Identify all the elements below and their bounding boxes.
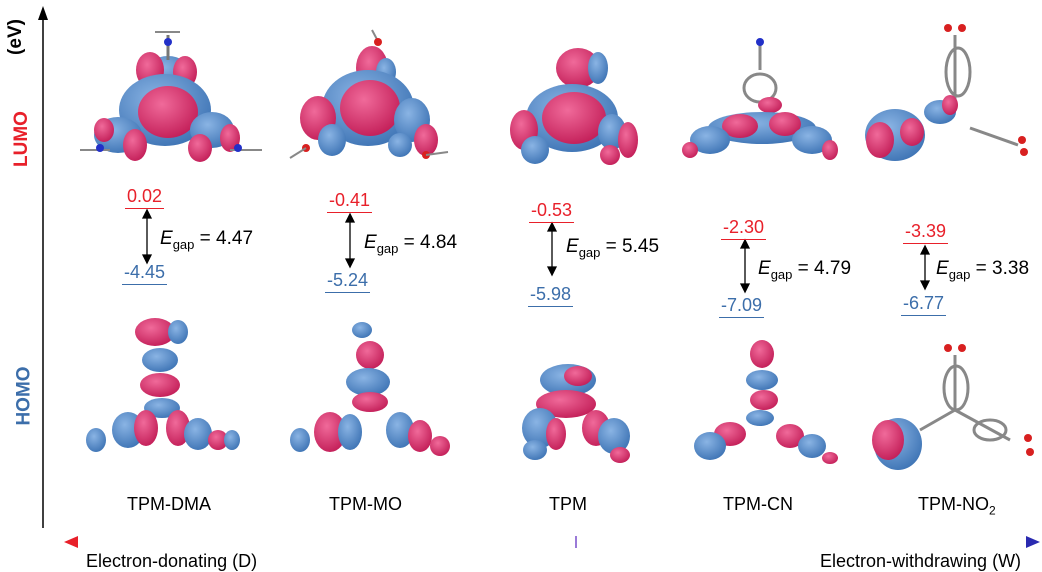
gap-subscript: gap bbox=[770, 266, 793, 282]
tpm-no2-homo-level: -6.77 bbox=[901, 293, 947, 316]
tpm-cn-lumo-level: -2.30 bbox=[721, 217, 767, 240]
gap-symbol: E bbox=[160, 228, 173, 249]
tpm-dma-lumo-level: 0.02 bbox=[125, 186, 165, 209]
tpm-no2-homo-orbital bbox=[872, 344, 1034, 470]
tpm-cn-homo-level: -7.09 bbox=[719, 295, 765, 318]
gap-value: = 4.47 bbox=[199, 228, 254, 249]
tpm-gap: Egap = 5.45 bbox=[566, 236, 659, 260]
tpm-cn-lumo-orbital bbox=[682, 38, 838, 160]
tpm-no2-gap: Egap = 3.38 bbox=[936, 258, 1029, 282]
molecule-name: TPM-DMA bbox=[127, 494, 211, 514]
tpm-dma-gap: Egap = 4.47 bbox=[160, 228, 253, 252]
tpm-lumo-orbital bbox=[510, 48, 638, 165]
tpm-cn-homo-orbital bbox=[694, 340, 838, 464]
gap-subscript: gap bbox=[948, 266, 971, 282]
gap-value: = 4.84 bbox=[403, 232, 458, 253]
tpm-dma-homo-orbital bbox=[86, 318, 240, 452]
gap-subscript: gap bbox=[172, 236, 195, 252]
gap-symbol: E bbox=[566, 236, 579, 257]
molecule-name: TPM-MO bbox=[329, 494, 402, 514]
tpm-cn-gap: Egap = 4.79 bbox=[758, 258, 851, 282]
electron-donating-label: Electron-donating (D) bbox=[86, 551, 258, 571]
tpm-mo-lumo-orbital bbox=[289, 29, 449, 159]
gap-subscript: gap bbox=[376, 240, 399, 256]
electron-withdrawing-label: Electron-withdrawing (W) bbox=[820, 551, 1022, 571]
molecule-name: TPM bbox=[549, 494, 587, 514]
gap-value: = 5.45 bbox=[605, 236, 660, 257]
tpm-lumo-level: -0.53 bbox=[529, 200, 575, 223]
molecule-name: TPM-NO2 bbox=[918, 494, 996, 518]
tpm-mo-homo-orbital bbox=[290, 322, 450, 456]
tpm-dma-lumo-orbital bbox=[80, 31, 262, 162]
tpm-dma-homo-level: -4.45 bbox=[122, 262, 168, 285]
gap-subscript: gap bbox=[578, 244, 601, 260]
donor-acceptor-axis bbox=[64, 536, 1040, 548]
gap-value: = 4.79 bbox=[797, 258, 852, 279]
molecule-name: TPM-CN bbox=[723, 494, 793, 514]
tpm-no2-lumo-orbital bbox=[865, 24, 1028, 161]
gap-symbol: E bbox=[758, 258, 771, 279]
tpm-homo-orbital bbox=[522, 364, 630, 463]
tpm-mo-gap: Egap = 4.84 bbox=[364, 232, 457, 256]
gap-symbol: E bbox=[364, 232, 377, 253]
gap-value: = 3.38 bbox=[975, 258, 1030, 279]
tpm-mo-homo-level: -5.24 bbox=[325, 270, 371, 293]
tpm-homo-level: -5.98 bbox=[528, 284, 574, 307]
gap-arrows bbox=[141, 208, 931, 294]
tpm-no2-lumo-level: -3.39 bbox=[903, 221, 949, 244]
gap-symbol: E bbox=[936, 258, 949, 279]
tpm-mo-lumo-level: -0.41 bbox=[327, 190, 373, 213]
